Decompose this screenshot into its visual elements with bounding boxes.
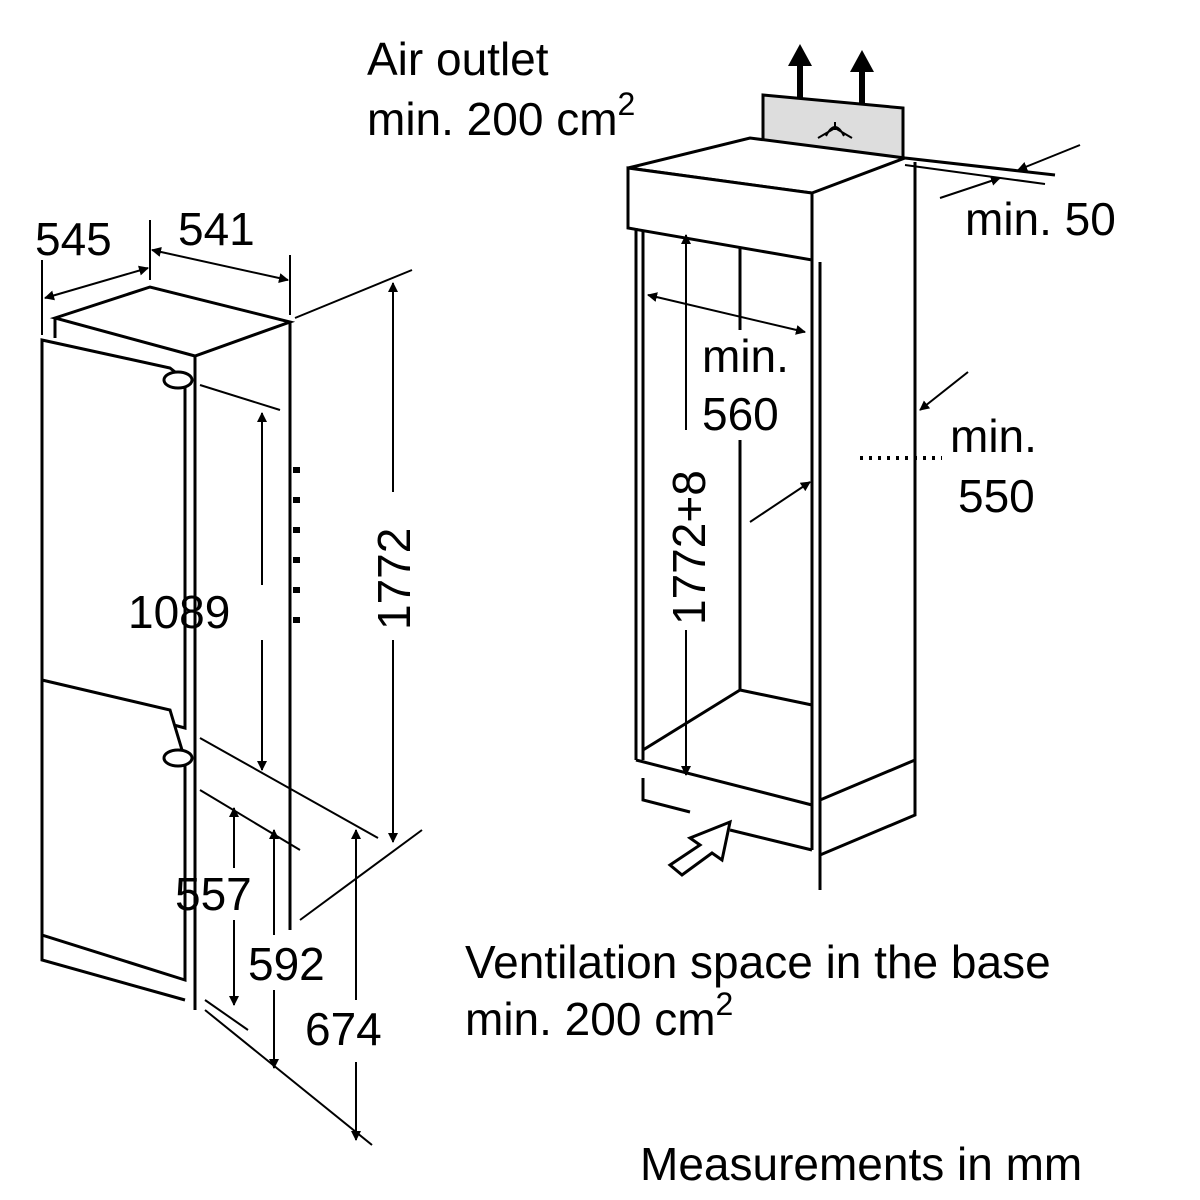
arrow-up-icon [788, 44, 874, 104]
air-outlet-label: Air outlet [367, 33, 549, 85]
air-outlet-area: min. 200 cm2 [367, 86, 635, 145]
units-note: Measurements in mm [640, 1138, 1082, 1190]
depth-545: 545 [35, 213, 112, 265]
base-ventilation-area: min. 200 cm2 [465, 986, 733, 1045]
height-1772: 1772 [368, 528, 420, 630]
base-ventilation-label: Ventilation space in the base [465, 936, 1051, 988]
arrow-inlet-icon [667, 819, 733, 877]
height-1089: 1089 [128, 586, 230, 638]
gap-min-50: min. 50 [965, 193, 1116, 245]
appliance-drawing [40, 220, 423, 1146]
width-541: 541 [178, 203, 255, 255]
niche-width-label: min. [702, 330, 789, 382]
dim-674: 674 [305, 1003, 382, 1055]
niche-depth-label: min. [950, 410, 1037, 462]
fan-icon [817, 122, 853, 139]
niche-height: 1772+8 [663, 470, 715, 625]
niche-depth-550: 550 [958, 470, 1035, 522]
hinge-pins [293, 467, 300, 623]
dim-557: 557 [175, 868, 252, 920]
niche-width-560: 560 [702, 388, 779, 440]
niche-drawing [626, 44, 1081, 890]
dim-592: 592 [248, 938, 325, 990]
